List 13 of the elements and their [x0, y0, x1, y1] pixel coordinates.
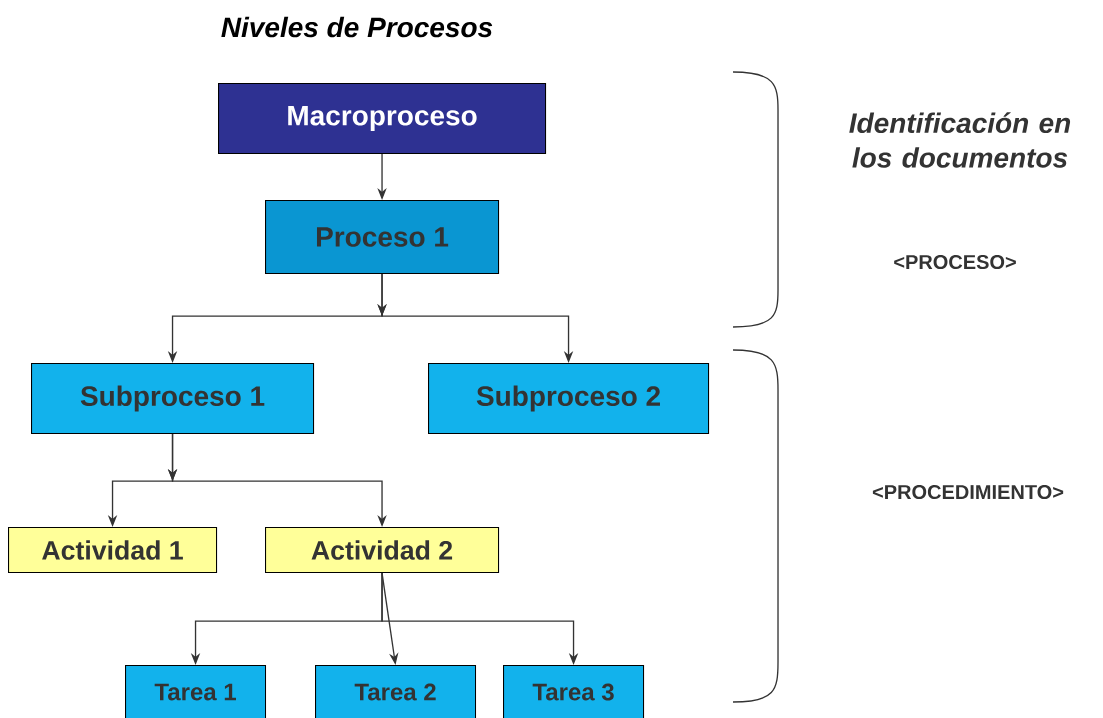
process-box: Tarea 1: [125, 665, 267, 718]
process-box: Proceso 1: [265, 200, 500, 275]
process-box: Macroproceso: [218, 83, 547, 155]
process-box: Actividad 2: [265, 527, 500, 574]
annotation: <PROCESO>: [894, 254, 1016, 270]
process-box: Tarea 2: [315, 665, 477, 718]
title: Niveles de Procesos: [221, 16, 493, 38]
annotation: Identificación en los documentos: [849, 112, 1071, 168]
process-box: Tarea 3: [503, 665, 645, 718]
process-box: Subproceso 1: [31, 363, 315, 435]
process-box: Actividad 1: [8, 527, 218, 574]
annotation: <PROCEDIMIENTO>: [872, 484, 1064, 500]
process-box: Subproceso 2: [428, 363, 710, 435]
